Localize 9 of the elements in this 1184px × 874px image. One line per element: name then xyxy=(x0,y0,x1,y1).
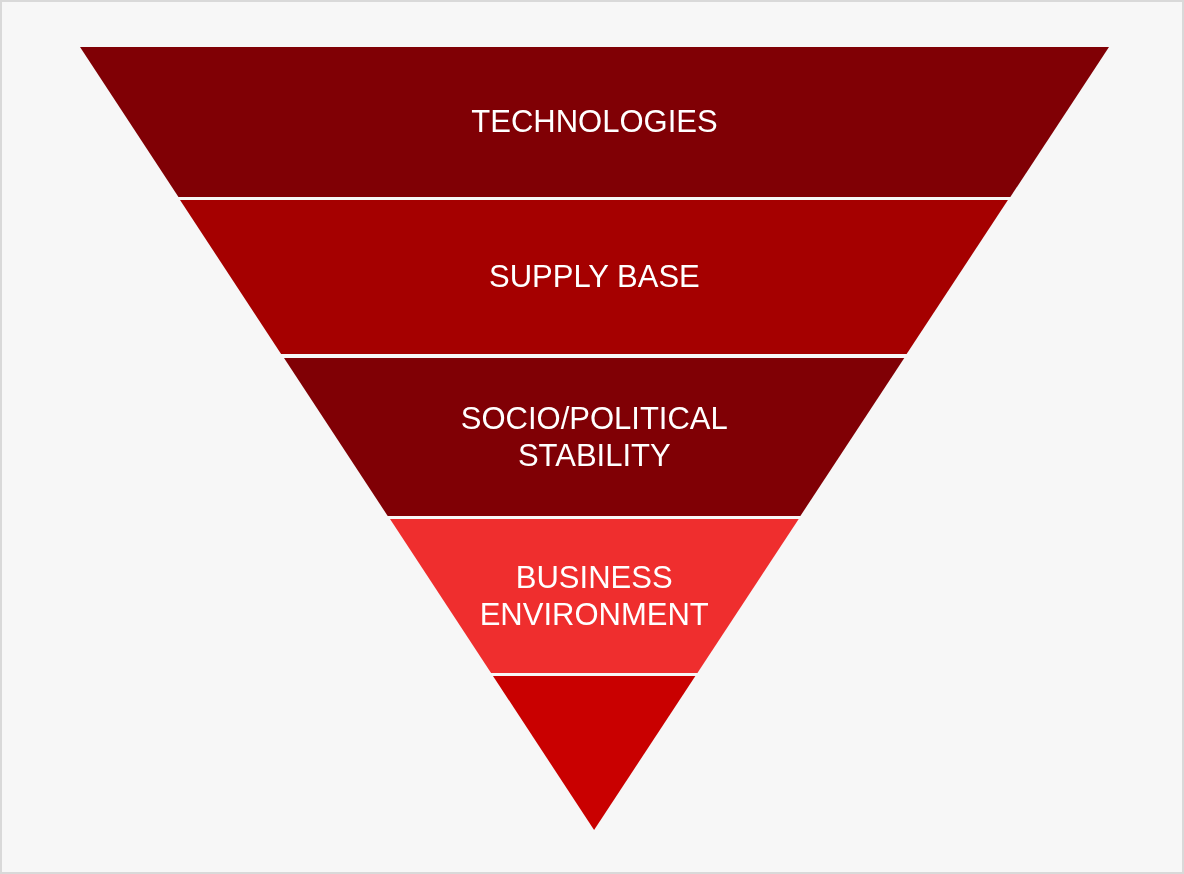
trapezoid-band xyxy=(389,519,799,673)
band-label: SUPPLY BASE xyxy=(489,258,700,296)
trapezoid-band xyxy=(180,200,1009,354)
band-label: BUSINESS ENVIRONMENT xyxy=(478,558,710,634)
trapezoid-band xyxy=(80,47,1109,197)
band-label: SOCIO/POLITICAL STABILITY xyxy=(459,399,729,475)
band-label: TECHNOLOGIES xyxy=(471,103,718,141)
trapezoid-band xyxy=(284,358,905,516)
triangle-band xyxy=(492,676,696,830)
